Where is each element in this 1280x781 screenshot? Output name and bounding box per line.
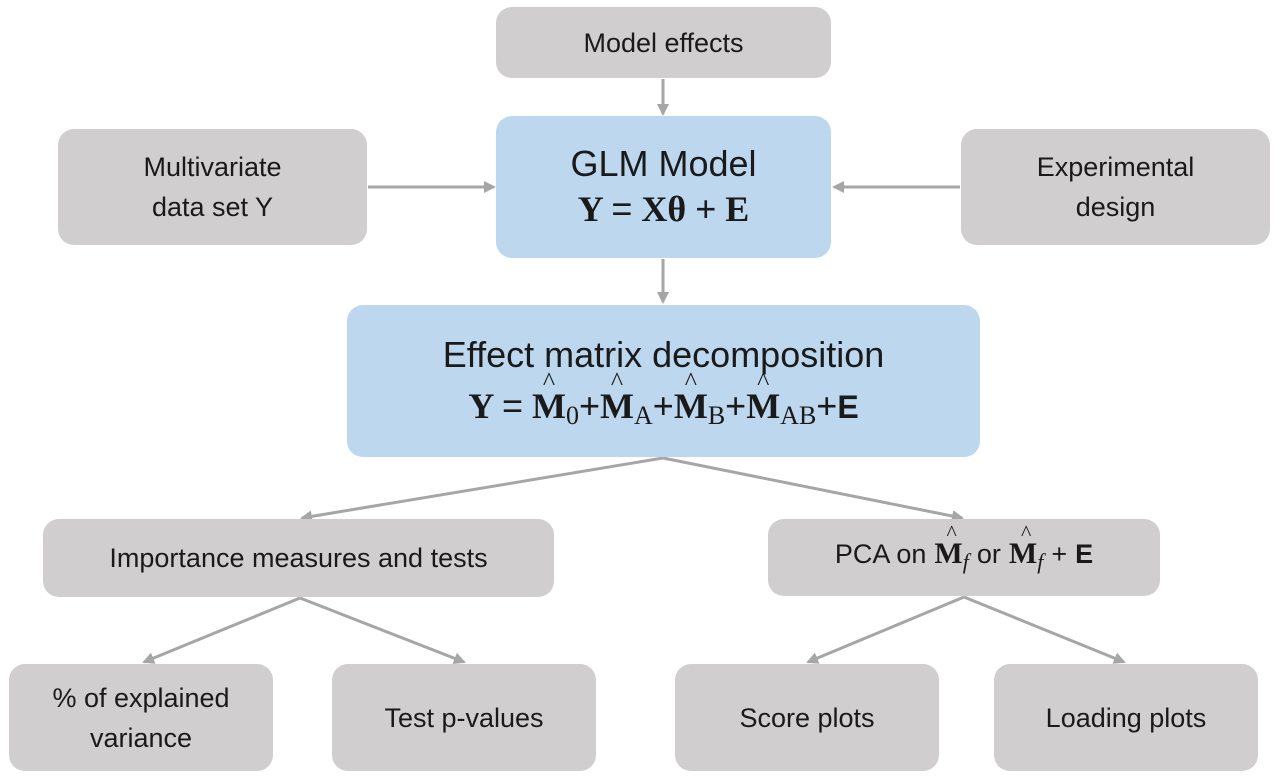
pca-label: PCA on ^Mf or ^Mf + E: [834, 519, 1094, 582]
effect-eq-plus-4: +: [816, 384, 838, 426]
glm-model-title: GLM Model: [570, 143, 757, 184]
glm-equation: Y = Xθ + E: [578, 186, 750, 232]
node-loading-plots-label: Loading plots: [1045, 702, 1207, 733]
effect-matrix-equation: Y = ^M0+^MA+^MB+^MAB+E: [468, 366, 859, 430]
glm-eq-y: Y: [577, 189, 603, 229]
node-explained-variance-line1: % of explained: [52, 682, 230, 713]
node-multivariate-data-line1: Multivariate: [143, 152, 282, 182]
effect-eq-equals: =: [501, 384, 524, 426]
node-score-plots-label: Score plots: [739, 702, 875, 733]
node-explained-variance-line2: variance: [89, 722, 193, 753]
effect-eq-sub-0: 0: [566, 400, 579, 430]
edge-pca-to-loading: [963, 595, 1126, 664]
node-glm-model: GLM Model Y = Xθ + E: [496, 116, 831, 258]
edge-importance-to-pvalues: [299, 596, 466, 664]
effect-eq-mb: ^M: [673, 366, 708, 426]
effect-eq-plus-3: +: [725, 384, 747, 426]
node-multivariate-data-line2: data set Y: [151, 192, 274, 222]
node-test-pvalues: Test p-values: [332, 664, 596, 771]
effect-eq-ma: ^M: [600, 366, 635, 426]
node-effect-matrix-decomposition: Effect matrix decomposition Y = ^M0+^MA+…: [347, 305, 980, 457]
edge-pca-to-score: [806, 595, 965, 664]
effect-eq-y: Y: [468, 385, 493, 426]
effect-eq-sub-ab: AB: [780, 400, 817, 430]
effect-eq-mab: ^M: [746, 366, 781, 426]
edge-effect-to-pca: [662, 456, 964, 522]
node-test-pvalues-label: Test p-values: [384, 702, 544, 733]
node-multivariate-data: Multivariate data set Y: [58, 129, 367, 245]
effect-eq-plus-2: +: [652, 384, 674, 426]
node-explained-variance: % of explained variance: [9, 664, 273, 771]
node-model-effects: Model effects: [496, 7, 831, 78]
glm-eq-x: X: [641, 189, 668, 229]
effect-matrix-title: Effect matrix decomposition: [442, 333, 885, 375]
node-experimental-design: Experimental design: [961, 129, 1270, 245]
node-model-effects-label: Model effects: [583, 27, 744, 58]
node-importance-measures: Importance measures and tests: [43, 519, 554, 597]
pca-m-hat-1: ^Mf: [934, 519, 969, 574]
glm-eq-equals: =: [611, 188, 633, 229]
node-score-plots: Score plots: [675, 664, 939, 771]
glm-eq-plus: +: [695, 188, 717, 229]
effect-eq-sub-a: A: [634, 400, 653, 430]
node-importance-measures-label: Importance measures and tests: [109, 543, 488, 573]
glm-eq-e: E: [725, 189, 750, 229]
glm-eq-theta: θ: [667, 189, 687, 229]
effect-eq-e: E: [837, 388, 859, 425]
pca-prefix: PCA on: [834, 538, 927, 569]
edge-effect-to-importance: [300, 456, 664, 523]
effect-eq-sub-b: B: [707, 400, 726, 430]
effect-eq-m0: ^M: [532, 366, 566, 426]
edge-importance-to-variance: [142, 596, 301, 664]
pca-or: or: [976, 538, 1001, 569]
pca-plus: +: [1051, 538, 1068, 569]
node-experimental-design-line1: Experimental: [1036, 152, 1195, 182]
node-pca: PCA on ^Mf or ^Mf + E: [768, 519, 1160, 596]
node-loading-plots: Loading plots: [994, 664, 1258, 771]
pca-m-hat-2: ^Mf: [1008, 519, 1044, 574]
node-experimental-design-line2: design: [1075, 192, 1156, 222]
effect-eq-plus-1: +: [579, 384, 601, 426]
pca-e: E: [1075, 538, 1094, 569]
